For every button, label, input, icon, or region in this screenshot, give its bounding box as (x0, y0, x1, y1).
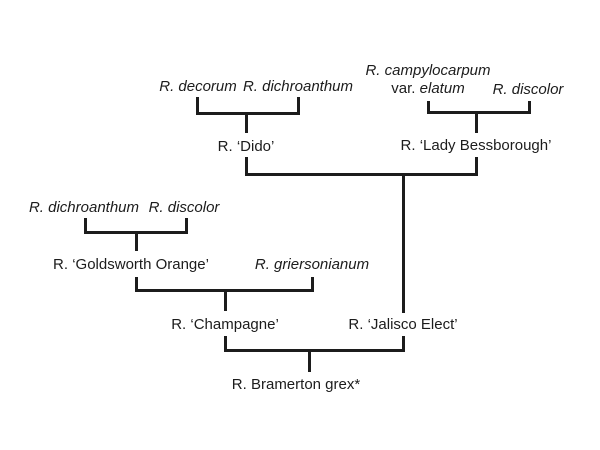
connector-champagne-bar (135, 289, 314, 292)
connector-ladyb-right-tick (528, 101, 531, 114)
connector-goldsworth-left-tick (84, 218, 87, 234)
connector-goldsworth-bar (84, 231, 188, 234)
connector-ladyb-stem (475, 114, 478, 133)
connector-goldsworth-right-tick (185, 218, 188, 234)
connector-dido-left-tick (196, 97, 199, 115)
connector-champagne-stem (224, 292, 227, 311)
connector-dido-stem (245, 115, 248, 133)
connector-champagne-left-tick (135, 277, 138, 292)
campylocarpum-line1: R. campylocarpum (365, 62, 491, 79)
connector-ladyb-bar (427, 111, 531, 114)
connector-ladyb-left-tick (427, 101, 430, 114)
node-r-champagne: R. ‘Champagne’ (171, 316, 279, 333)
node-r-bramerton-grex: R. Bramerton grex* (231, 376, 361, 393)
node-r-griersonianum: R. griersonianum (254, 256, 370, 273)
connector-bramerton-stem (308, 352, 311, 372)
connector-goldsworth-stem (135, 234, 138, 251)
campylocarpum-line2: var.elatum (365, 80, 490, 98)
node-r-dido: R. ‘Dido’ (217, 138, 275, 155)
node-r-discolor-left: R. discolor (148, 199, 220, 216)
node-r-dichroanthum-top: R. dichroanthum (242, 78, 354, 95)
node-r-dichroanthum-left: R. dichroanthum (28, 199, 140, 216)
node-r-goldsworth-orange: R. ‘Goldsworth Orange’ (53, 256, 209, 273)
connector-bramerton-bar (224, 349, 405, 352)
connector-bramerton-left-tick (224, 336, 227, 352)
connector-dido-right-tick (297, 97, 300, 115)
var-label: var. (391, 80, 416, 97)
connector-jalisco-bar (245, 173, 478, 176)
connector-jalisco-stem (402, 176, 405, 313)
node-r-lady-bessborough: R. ‘Lady Bessborough’ (400, 137, 552, 154)
connector-champagne-right-tick (311, 277, 314, 292)
node-r-jalisco-elect: R. ‘Jalisco Elect’ (348, 316, 458, 333)
node-r-discolor-top: R. discolor (492, 81, 564, 98)
node-r-campylocarpum-var-elatum: R. campylocarpum var.elatum (365, 62, 490, 98)
connector-dido-bar (196, 112, 300, 115)
connector-jalisco-left-tick (245, 157, 248, 176)
node-r-decorum: R. decorum (159, 78, 237, 95)
connector-jalisco-right-tick (475, 157, 478, 176)
connector-bramerton-right-tick (402, 336, 405, 352)
elatum-label: elatum (419, 80, 465, 97)
